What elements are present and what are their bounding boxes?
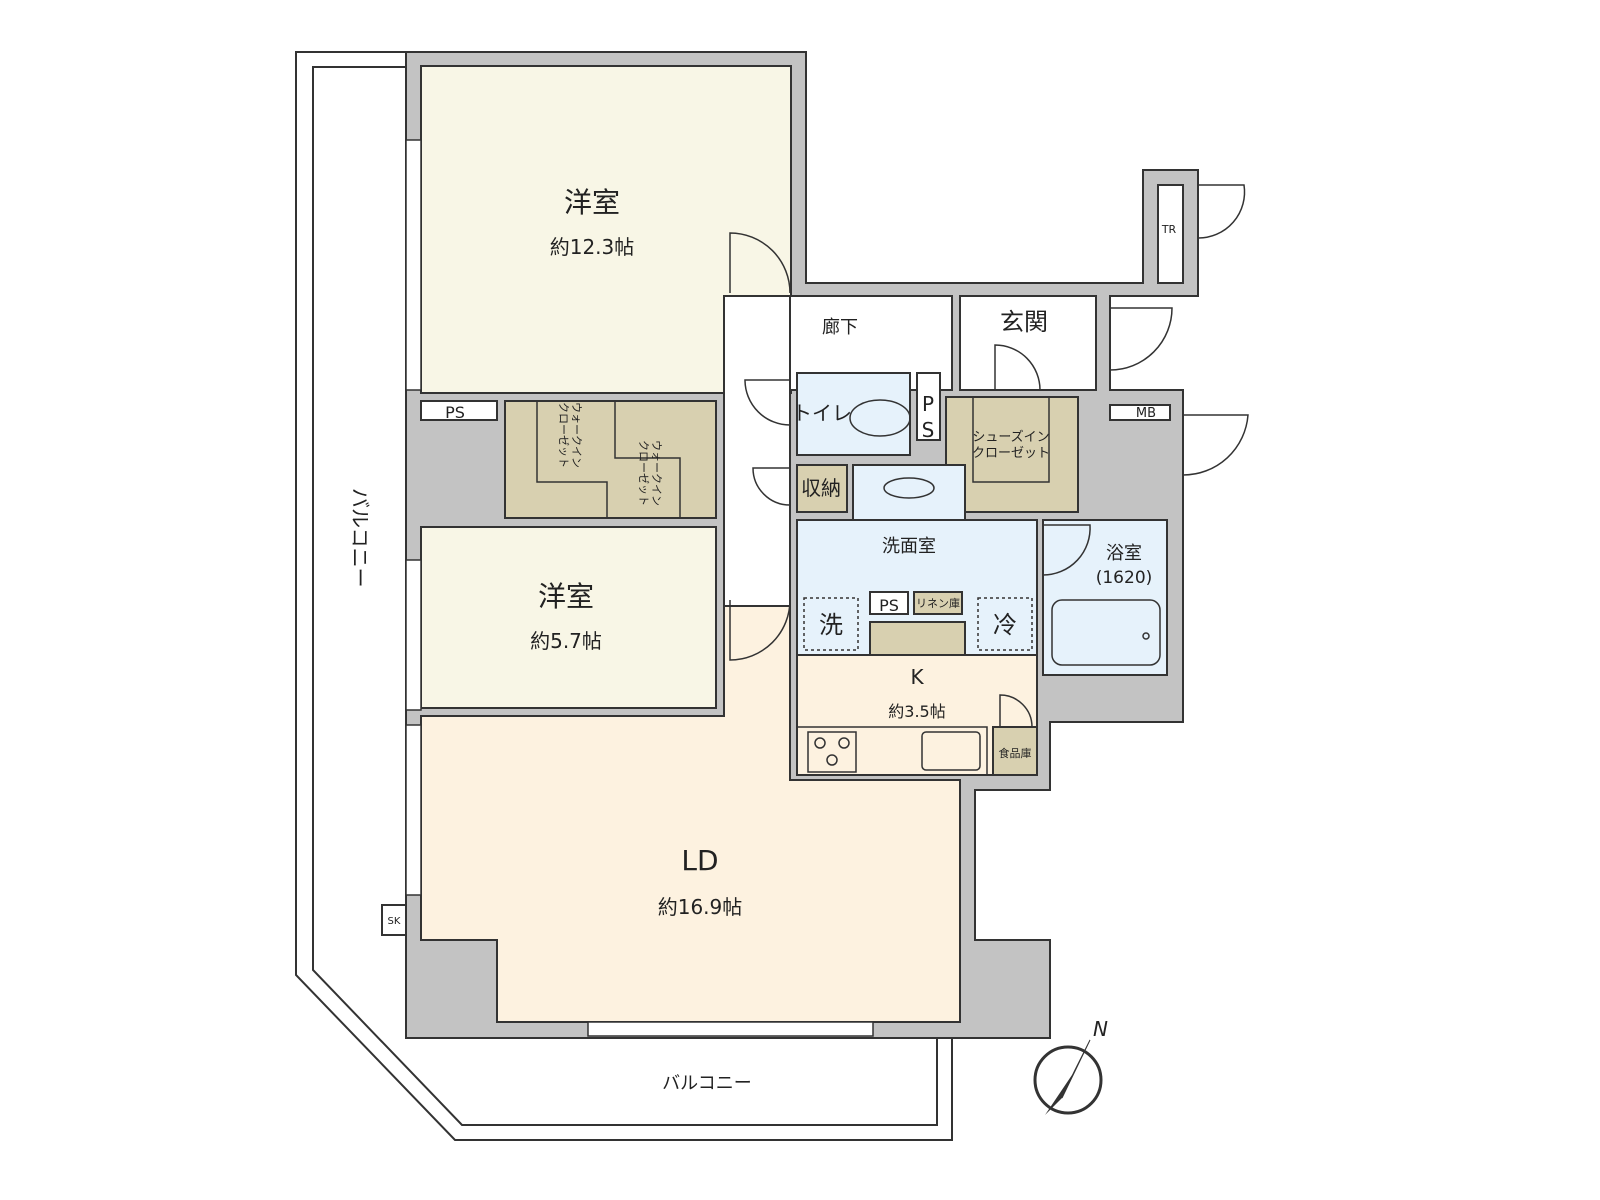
wic xyxy=(504,400,717,519)
room-toilet xyxy=(796,372,911,456)
room-entrance xyxy=(959,295,1097,391)
ps-left xyxy=(420,400,498,421)
ps-toilet-s: S xyxy=(922,418,935,442)
ld-name: LD xyxy=(681,844,718,877)
bath-drain-icon xyxy=(1142,632,1150,640)
compass-icon: N xyxy=(1033,1017,1108,1115)
wic2-label-2: クローゼット xyxy=(637,440,650,506)
mb-space xyxy=(1109,404,1171,421)
tr-box xyxy=(1157,184,1184,284)
shoe-closet-inner xyxy=(972,396,1050,483)
bedroom2-name: 洋室 xyxy=(538,580,594,613)
shoe-closet xyxy=(945,396,1079,513)
ps-wash xyxy=(869,591,909,615)
balcony-bottom-label: バルコニー xyxy=(662,1073,752,1094)
washroom-label: 洗面室 xyxy=(882,536,936,557)
room-ld xyxy=(420,605,961,1023)
sk-box xyxy=(381,904,407,936)
balcony-outline xyxy=(295,51,953,1141)
door-shoe[interactable] xyxy=(994,344,1041,391)
linen-closet xyxy=(913,591,963,615)
wic-partition xyxy=(536,401,681,518)
fridge-space xyxy=(977,597,1033,651)
door-storage[interactable] xyxy=(752,467,791,506)
room-storage xyxy=(796,464,848,513)
bedroom1-area: 約12.3帖 xyxy=(550,235,635,259)
ps-left-label: PS xyxy=(445,403,465,422)
door-pantry[interactable] xyxy=(999,694,1033,728)
bedroom1-name: 洋室 xyxy=(564,186,620,219)
room-bedroom2 xyxy=(420,526,717,709)
bathtub xyxy=(1051,599,1161,666)
bath-size: (1620) xyxy=(1096,568,1153,588)
ps-toilet-p: P xyxy=(922,392,934,416)
balcony-inner-line xyxy=(312,66,938,1126)
storage-label: 収納 xyxy=(801,476,841,500)
kitchen-name: K xyxy=(910,665,924,689)
stove-icon xyxy=(807,731,857,773)
balcony-left-label: バルコニー xyxy=(348,488,372,588)
burner-icon xyxy=(838,737,850,749)
ps-wash-label: PS xyxy=(879,596,899,615)
wash-basin-area xyxy=(852,464,966,521)
door-tr[interactable] xyxy=(1197,184,1246,239)
washer-label: 洗 xyxy=(819,611,843,639)
toilet-label: トイレ xyxy=(792,401,852,425)
door-bedroom1[interactable] xyxy=(729,232,791,294)
wic2-label-1: ウォークイン xyxy=(650,440,663,506)
sk-label: SK xyxy=(388,916,401,927)
wash-basin-icon xyxy=(883,477,935,499)
washer-space xyxy=(803,597,859,651)
pantry-label: 食品庫 xyxy=(999,746,1032,760)
fridge-label: 冷 xyxy=(993,611,1017,639)
toilet-bowl-icon xyxy=(849,399,911,437)
ps-toilet xyxy=(916,372,941,441)
wic1-label-2: クローゼット xyxy=(557,402,570,468)
tr-label: TR xyxy=(1161,223,1177,236)
room-bath xyxy=(1042,519,1168,676)
kitchen-area: 約3.5帖 xyxy=(888,702,945,721)
door-bedroom2[interactable] xyxy=(729,599,791,661)
mb-label: MB xyxy=(1136,406,1156,421)
door-mb[interactable] xyxy=(1182,414,1249,476)
bedroom2-area: 約5.7帖 xyxy=(530,629,602,653)
kitchen-counter-top xyxy=(869,621,966,656)
door-entrance[interactable] xyxy=(1109,307,1173,371)
linen-label: リネン庫 xyxy=(916,596,960,610)
shoe-closet-label-2: クローゼット xyxy=(972,446,1050,461)
bath-label: 浴室 xyxy=(1106,543,1142,564)
burner-icon xyxy=(826,754,838,766)
entrance-label: 玄関 xyxy=(1000,308,1048,336)
windows xyxy=(405,139,874,1037)
hallway-label: 廊下 xyxy=(822,317,858,338)
pantry xyxy=(992,726,1038,776)
north-label: N xyxy=(1093,1017,1108,1041)
door-toilet[interactable] xyxy=(744,379,791,426)
burner-icon xyxy=(814,737,826,749)
kitchen-counter xyxy=(796,726,988,776)
ld-area: 約16.9帖 xyxy=(658,895,743,919)
shoe-closet-label-1: シューズイン xyxy=(972,429,1049,445)
sink-icon xyxy=(921,731,981,771)
hallway-strip xyxy=(723,295,791,607)
wic1-label-1: ウォークイン xyxy=(570,402,583,468)
door-bath[interactable] xyxy=(1042,524,1091,576)
